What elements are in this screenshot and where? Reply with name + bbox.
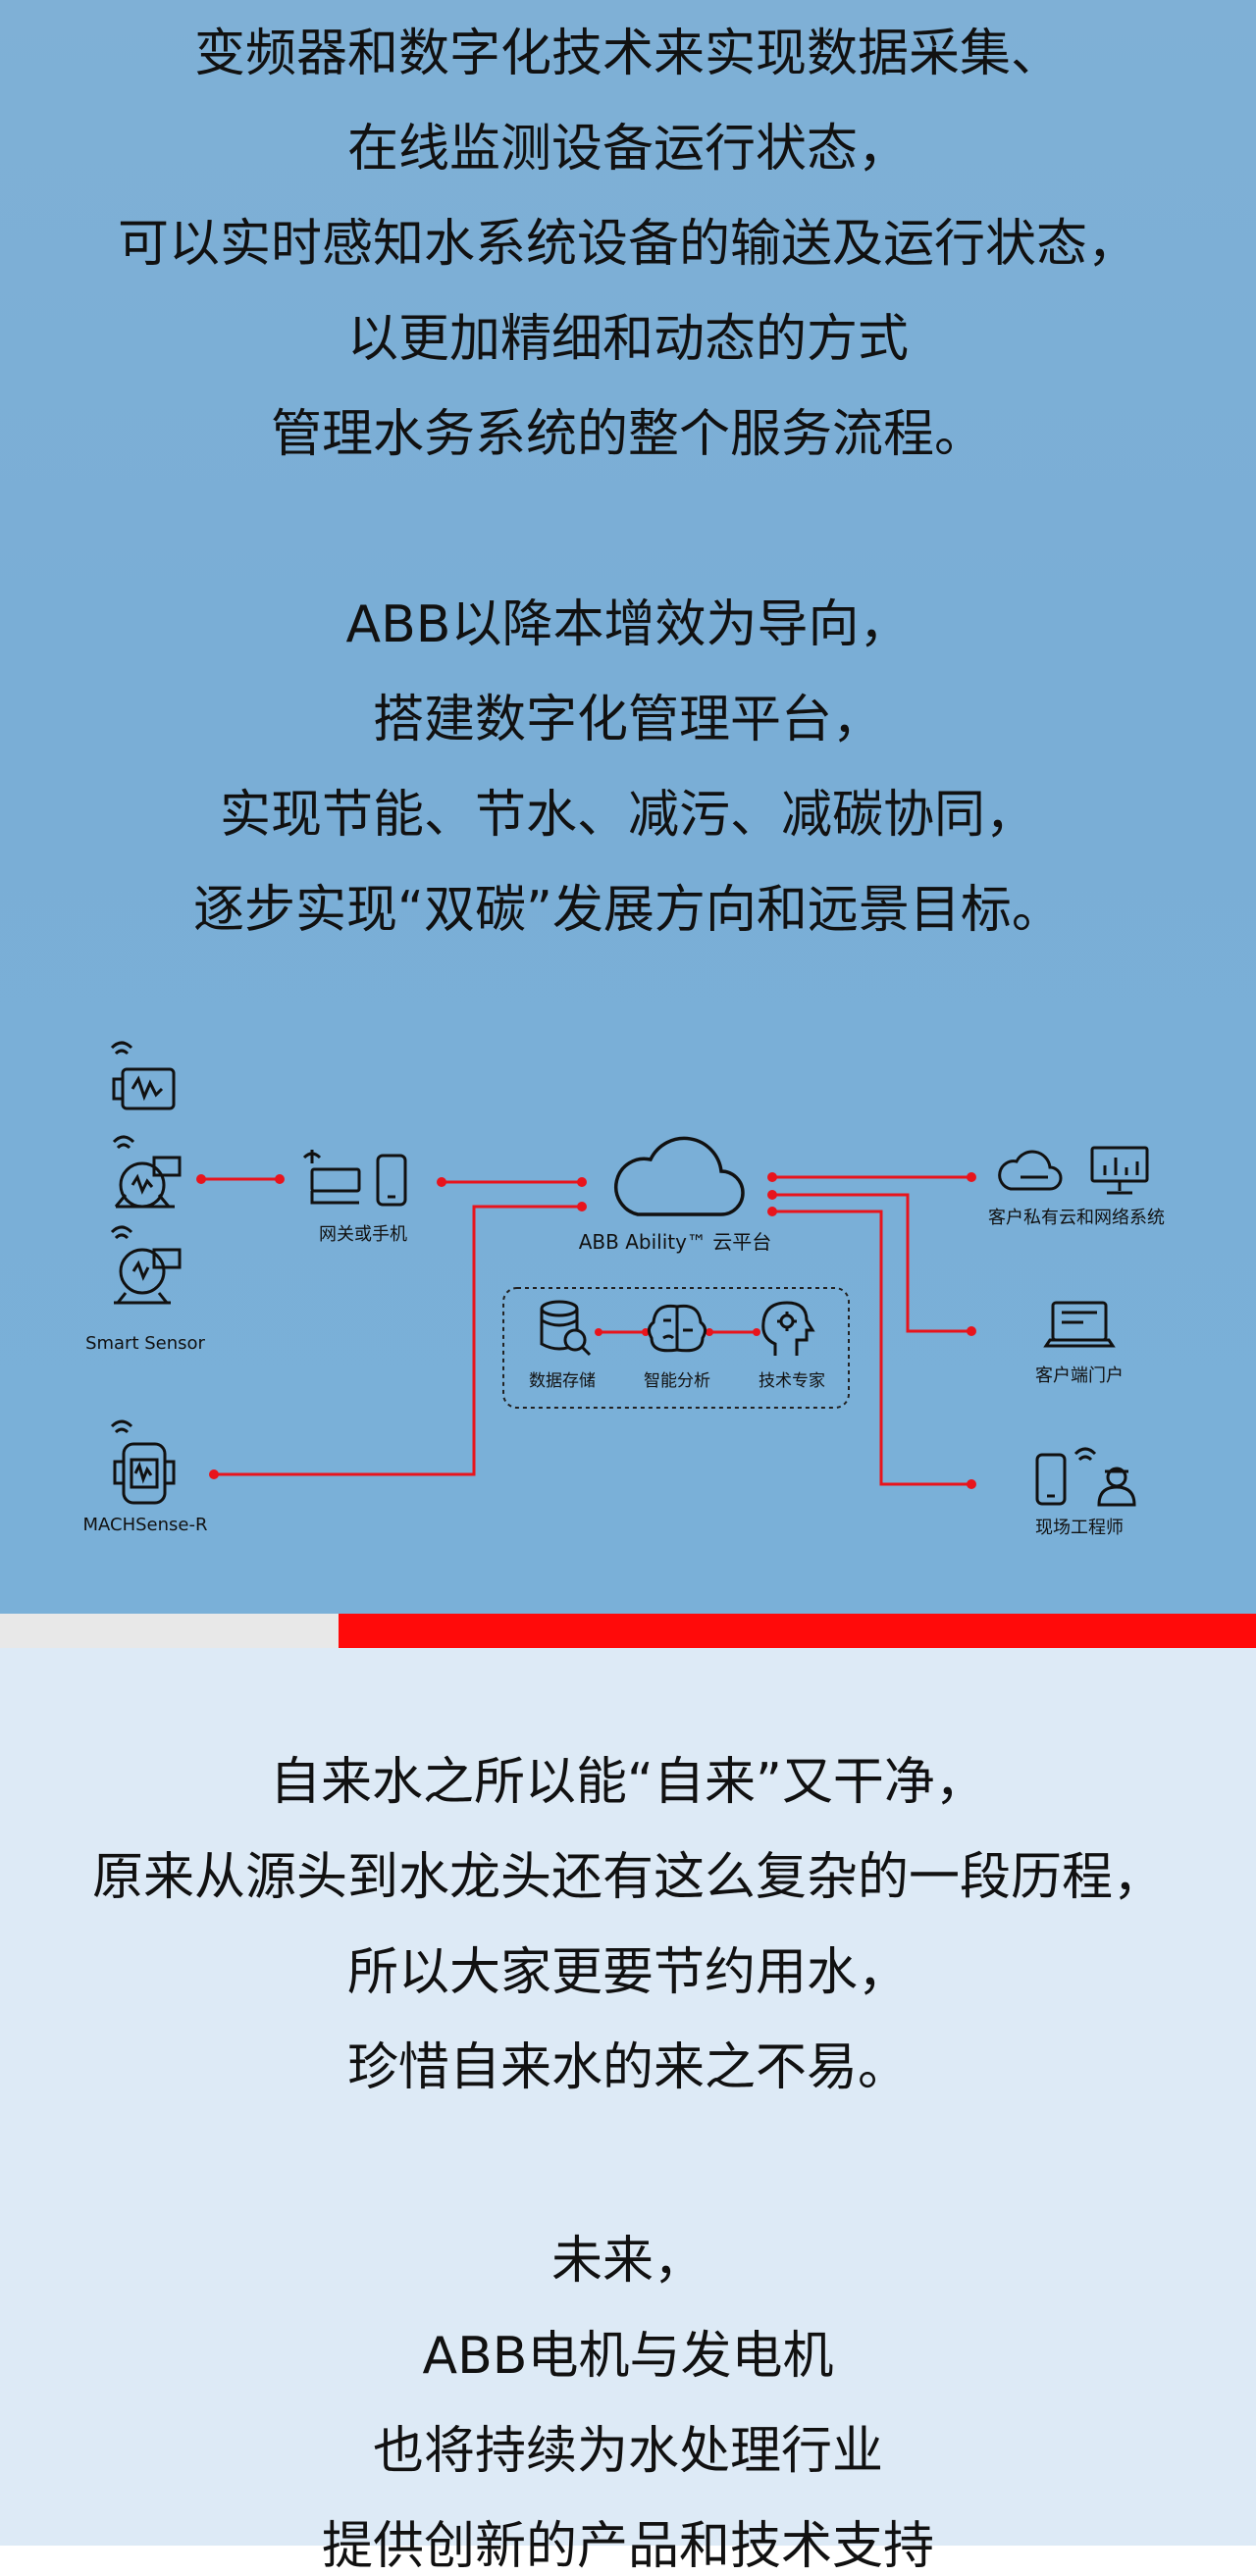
abb-line-2: 搭建数字化管理平台，	[372, 691, 883, 749]
expert-head-icon	[761, 1301, 815, 1356]
data-storage-label: 数据存储	[529, 1371, 596, 1391]
gateway-label: 网关或手机	[319, 1224, 407, 1245]
cloud-services-box	[502, 1287, 850, 1409]
cloud-icon	[614, 1136, 745, 1216]
motor-sensor-icon	[110, 1041, 176, 1110]
intro-line-2: 在线监测设备运行状态，	[346, 120, 909, 179]
connector-dots	[196, 1172, 976, 1489]
cloud-platform-label: ABB Ability™ 云平台	[579, 1230, 772, 1254]
mobile-phone-icon	[376, 1154, 407, 1207]
smart-sensor-label: Smart Sensor	[85, 1333, 205, 1354]
pump-sensor-icon	[112, 1135, 182, 1209]
monitor-chart-icon	[1090, 1146, 1149, 1195]
divider-red-stripe	[339, 1614, 1256, 1648]
machsense-icon	[110, 1419, 176, 1505]
machsense-label: MACHSense-R	[83, 1515, 208, 1535]
private-cloud-label: 客户私有云和网络系统	[988, 1208, 1165, 1228]
gateway-router-icon	[302, 1150, 361, 1205]
database-icon	[540, 1300, 592, 1357]
client-portal-label: 客户端门户	[1035, 1365, 1124, 1386]
brain-icon	[647, 1304, 707, 1353]
intro-line-1: 变频器和数字化技术来实现数据采集、	[193, 25, 1062, 83]
water-line-4: 珍惜自来水的来之不易。	[346, 2038, 909, 2097]
abb-line-4: 逐步实现“双碳”发展方向和远景目标。	[193, 881, 1063, 940]
red-connectors	[201, 1175, 971, 1486]
water-line-3: 所以大家更要节约用水，	[346, 1943, 909, 2002]
architecture-diagram: Smart Sensor MACHSense-R 网关或手机 ABB Abili…	[83, 1041, 1165, 1538]
abb-line-3: 实现节能、节水、减污、减碳协同，	[219, 786, 1036, 845]
private-cloud-icon	[998, 1150, 1063, 1191]
intro-line-4: 以更加精细和动态的方式	[346, 310, 909, 369]
water-line-2: 原来从源头到水龙头还有这么复杂的一段历程，	[91, 1848, 1164, 1907]
bottom-light-section	[0, 1648, 1256, 2546]
divider-grey-stripe	[0, 1614, 339, 1648]
smart-analysis-label: 智能分析	[644, 1371, 710, 1391]
tech-expert-label: 技术专家	[759, 1371, 825, 1391]
laptop-portal-icon	[1043, 1301, 1116, 1348]
abb-line-1: ABB以降本增效为导向，	[345, 595, 911, 654]
future-line-4: 提供创新的产品和技术支持	[321, 2517, 934, 2576]
engineer-icon	[1035, 1447, 1136, 1507]
fan-sensor-icon	[110, 1225, 182, 1305]
intro-line-3: 可以实时感知水系统设备的输送及运行状态，	[117, 215, 1138, 274]
water-line-1: 自来水之所以能“自来”又干净，	[270, 1753, 986, 1812]
future-line-3: 也将持续为水处理行业	[372, 2422, 883, 2481]
intro-line-5: 管理水务系统的整个服务流程。	[270, 405, 985, 464]
future-line-2: ABB电机与发电机	[422, 2327, 834, 2386]
field-engineer-label: 现场工程师	[1035, 1518, 1124, 1538]
future-line-1: 未来，	[550, 2232, 705, 2291]
